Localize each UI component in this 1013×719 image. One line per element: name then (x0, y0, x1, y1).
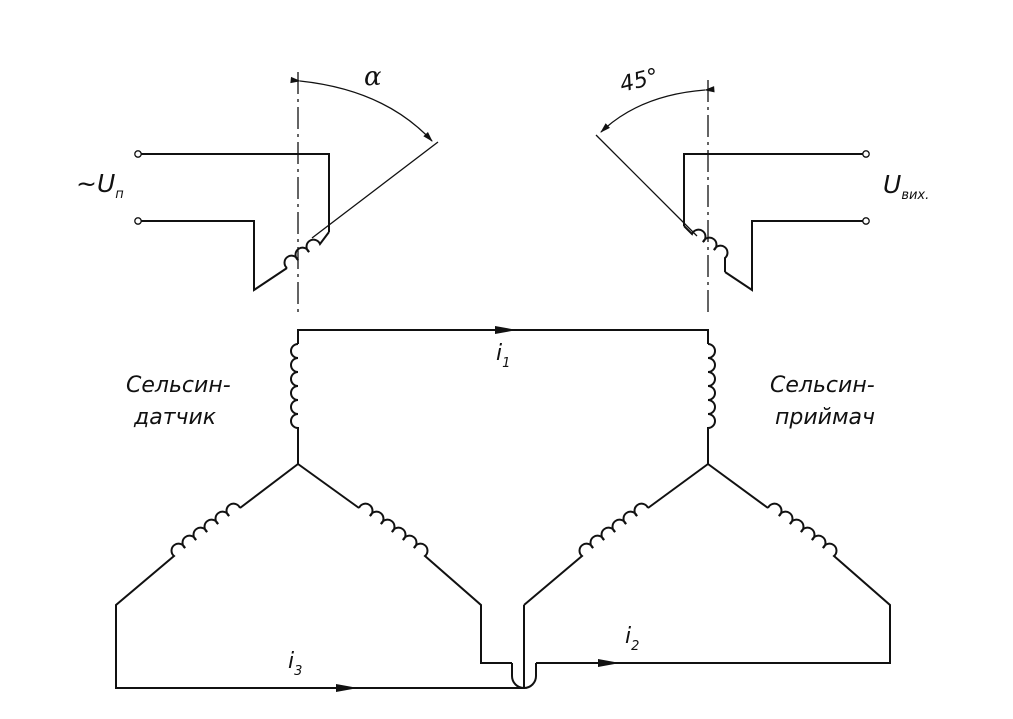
receiver-rotor-coil (683, 225, 729, 272)
receiver-stator-leg-left (647, 463, 709, 509)
output-terminal-top (862, 150, 870, 158)
angle-45-arc (600, 86, 715, 133)
sensor-stator-coil-top (290, 343, 299, 464)
supply-voltage-label: ~Uп (76, 169, 124, 202)
current-i1-label: i1 (496, 341, 510, 371)
arrow-i2 (598, 659, 620, 667)
sensor-stator-coil-left (115, 502, 512, 689)
sensor-label-line2: датчик (133, 405, 217, 430)
sensor-rotor-axis (311, 141, 439, 239)
receiver-stator-coil-right (536, 502, 891, 664)
sensor-rotor-wire-top (141, 153, 330, 232)
current-i3-label: i3 (288, 649, 302, 679)
current-i2-label: i2 (625, 624, 639, 654)
receiver-label-line2: приймач (775, 405, 875, 430)
receiver-stator-coil-left (523, 502, 649, 606)
sensor-rotor-wire-bottom (141, 220, 288, 292)
receiver-rotor: 45° (595, 64, 870, 316)
sensor-stator-leg-left (239, 463, 299, 509)
sensor-stator (115, 343, 512, 689)
supply-terminal-top (134, 150, 142, 158)
receiver-stator (523, 343, 891, 664)
angle-alpha-arc (290, 76, 433, 142)
receiver-rotor-axis (595, 134, 698, 237)
sensor-label-line1: Сельсин- (126, 373, 231, 398)
receiver-rotor-wire-top (683, 153, 863, 226)
output-terminal-bottom (862, 217, 870, 225)
receiver-rotor-wire-bottom (724, 220, 863, 292)
wire-i3-join (512, 605, 525, 689)
output-voltage-label: Uвих. (883, 170, 929, 203)
supply-terminal-bottom (134, 217, 142, 225)
sensor-rotor: α (134, 62, 439, 316)
receiver-stator-coil-top (707, 343, 716, 464)
sensor-rotor-coil (283, 231, 330, 269)
arrow-i1 (495, 326, 517, 334)
angle-45-label: 45° (617, 64, 661, 98)
sensor-stator-leg-right (297, 463, 360, 509)
receiver-stator-leg-right (707, 463, 769, 509)
receiver-label-line1: Сельсин- (770, 373, 875, 398)
sensor-stator-coil-right (358, 502, 512, 664)
arrow-i3 (336, 684, 358, 692)
angle-alpha-label: α (364, 62, 382, 92)
